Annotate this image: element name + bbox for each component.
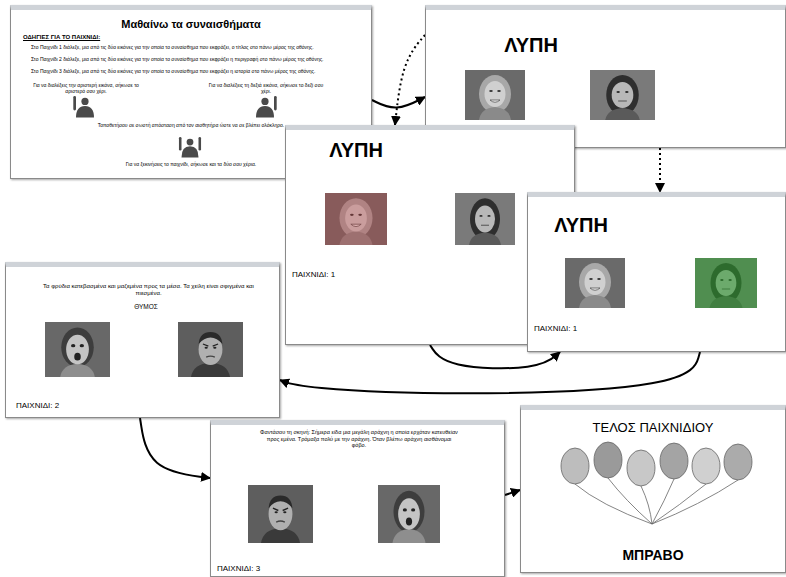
- screen-heading: Μαθαίνω τα συναισθήματα: [11, 18, 371, 31]
- text-slot: ΠΑΙΧΝΙΔΙ: 1: [534, 324, 654, 334]
- face-photo: [565, 258, 625, 308]
- right-choice-tint: [695, 258, 757, 308]
- text-slot: ΛΥΠΗ: [296, 138, 416, 162]
- balloons: [561, 442, 752, 524]
- text-slot: ΠΑΙΧΝΙΔΙ: 1: [292, 270, 412, 280]
- text-slot: Τοποθετήσου σε σωστή απόσταση από τον αι…: [91, 122, 291, 128]
- screen-text: ΜΠΡΑΒΟ: [521, 547, 785, 564]
- face-photo: [695, 258, 757, 308]
- text-slot: ΛΥΠΗ: [471, 33, 591, 57]
- app-screen: ΤΕΛΟΣ ΠΑΙΧΝΙΔΙΟΥ ΜΠΡΑΒΟ: [520, 405, 786, 573]
- dotted-arrow: [395, 35, 425, 125]
- wrong-choice-tint: [325, 193, 387, 245]
- screen-text: Στο Παιχνίδι 2 διάλεξε, μια από τις δύο …: [31, 56, 356, 62]
- screen-text: ΠΑΙΧΝΙΔΙ: 3: [217, 564, 337, 574]
- screen-heading: ΛΥΠΗ: [528, 213, 634, 237]
- face-photo: [455, 193, 515, 245]
- text-slot: Για να ξεκινήσεις το παιχνίδι, σήκωσε κα…: [66, 161, 316, 167]
- text-slot: ΠΑΙΧΝΙΔΙ: 2: [16, 401, 136, 411]
- text-slot: ΠΑΙΧΝΙΔΙ: 3: [217, 564, 337, 574]
- raised-right-hand-figure: [256, 96, 277, 118]
- text-slot: ΛΥΠΗ: [528, 213, 634, 237]
- screen-heading: ΤΕΛΟΣ ΠΑΙΧΝΙΔΙΟΥ: [521, 420, 785, 436]
- text-slot: ΜΠΡΑΒΟ: [521, 547, 785, 564]
- screen-text: ΠΑΙΧΝΙΔΙ: 1: [534, 324, 654, 334]
- face-photo: [590, 70, 655, 120]
- screen-text: Για να διαλέξεις τη δεξιά εικόνα, σήκωσε…: [206, 82, 326, 94]
- flow-arrow: [505, 490, 520, 495]
- text-slot: Μαθαίνω τα συναισθήματα: [11, 18, 371, 31]
- text-slot: ΟΔΗΓΙΕΣ ΓΙΑ ΤΟ ΠΑΙΧΝΙΔΙ:: [23, 34, 243, 41]
- face-photo: [178, 322, 243, 377]
- text-slot: Για να διαλέξεις την αριστερή εικόνα, σή…: [26, 82, 146, 94]
- screen-text: Για να ξεκινήσεις το παιχνίδι, σήκωσε κα…: [66, 161, 316, 167]
- screen-text: ΠΑΙΧΝΙΔΙ: 2: [16, 401, 136, 411]
- screen-text: ΟΔΗΓΙΕΣ ΓΙΑ ΤΟ ΠΑΙΧΝΙΔΙ:: [23, 34, 243, 41]
- screen-heading: Φαντάσου τη σκηνή: Σήμερα είδα μια μεγάλ…: [259, 429, 459, 449]
- text-slot: ΘΥΜΟΣ: [96, 303, 196, 311]
- screen-text: Τοποθετήσου σε σωστή απόσταση από τον αι…: [91, 122, 291, 128]
- screen-text: Στο Παιχνίδι 3 διάλεξε, μια από τις δύο …: [31, 68, 356, 74]
- text-slot: Για να διαλέξεις τη δεξιά εικόνα, σήκωσε…: [206, 82, 326, 94]
- raised-both-hands-figure: [179, 137, 201, 157]
- text-slot: Στο Παιχνίδι 1 διάλεξε, μια από τις δύο …: [31, 44, 356, 50]
- face-photo: [378, 485, 440, 543]
- screen-text: ΠΑΙΧΝΙΔΙ: 1: [292, 270, 412, 280]
- text-slot: Τα φρύδια κατεβασμένα και μαζεμένα προς …: [36, 283, 261, 297]
- flow-arrow: [280, 352, 700, 393]
- screen-text: Για να διαλέξεις την αριστερή εικόνα, σή…: [26, 82, 146, 94]
- text-slot: Στο Παιχνίδι 2 διάλεξε, μια από τις δύο …: [31, 56, 356, 62]
- text-slot: Φαντάσου τη σκηνή: Σήμερα είδα μια μεγάλ…: [259, 429, 459, 449]
- face-photo: [45, 322, 110, 377]
- face-photo: [465, 70, 525, 120]
- dotted-arrow: [659, 148, 661, 192]
- raised-left-hand-figure: [73, 96, 94, 118]
- text-slot: ΤΕΛΟΣ ΠΑΙΧΝΙΔΙΟΥ: [521, 420, 785, 436]
- instruction-figures: [73, 96, 276, 157]
- screen-heading: ΛΥΠΗ: [471, 33, 591, 57]
- screen-heading: ΛΥΠΗ: [296, 138, 416, 162]
- face-photo: [248, 485, 313, 543]
- face-photo: [325, 193, 387, 245]
- text-slot: Στο Παιχνίδι 3 διάλεξε, μια από τις δύο …: [31, 68, 356, 74]
- screen-text: ΘΥΜΟΣ: [96, 303, 196, 311]
- screen-heading: Τα φρύδια κατεβασμένα και μαζεμένα προς …: [36, 283, 261, 297]
- screen-text: Στο Παιχνίδι 1 διάλεξε, μια από τις δύο …: [31, 44, 356, 50]
- flow-arrow: [140, 418, 210, 478]
- face-photos: [45, 70, 757, 543]
